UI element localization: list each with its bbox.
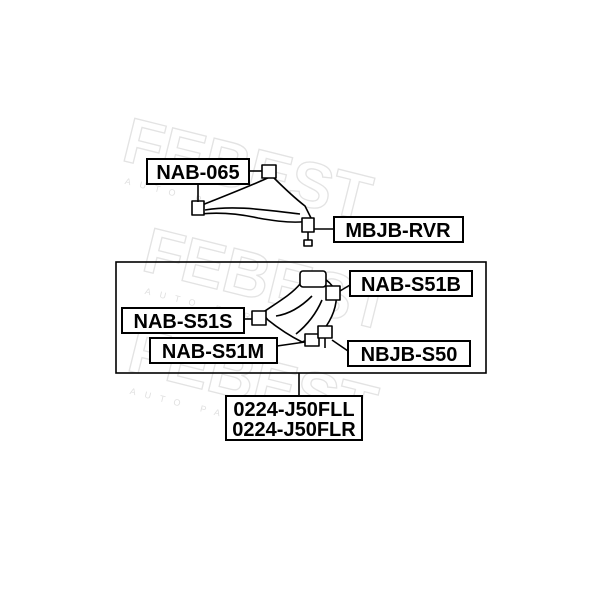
label-nab-s51m: NAB-S51M bbox=[162, 341, 264, 363]
callout-part-numbers: 0224-J50FLL 0224-J50FLR bbox=[225, 373, 363, 441]
label-mbjb-rvr: MBJB-RVR bbox=[345, 220, 451, 242]
upper-ball-joint-body bbox=[301, 217, 315, 233]
lower-ball-joint-body bbox=[317, 325, 333, 339]
lower-front-bushing bbox=[251, 310, 267, 326]
callout-nab-s51b: NAB-S51B bbox=[339, 270, 473, 297]
label-nab-s51b: NAB-S51B bbox=[361, 274, 461, 296]
label-nbjb-s50: NBJB-S50 bbox=[361, 344, 458, 366]
lower-control-arm bbox=[251, 270, 341, 348]
upper-arm-bushing-front bbox=[191, 200, 205, 216]
upper-arm-bushing-rear bbox=[261, 164, 277, 179]
callout-nab-s51m: NAB-S51M bbox=[149, 337, 306, 364]
lower-rear-bushing bbox=[325, 285, 341, 301]
callout-nbjb-s50: NBJB-S50 bbox=[331, 339, 471, 367]
label-nab-s51s: NAB-S51S bbox=[134, 311, 233, 333]
upper-control-arm bbox=[191, 164, 315, 247]
label-part-number-left: 0224-J50FLL bbox=[233, 399, 354, 421]
lower-assembly-frame bbox=[115, 261, 487, 374]
callout-nab-s51s: NAB-S51S bbox=[121, 307, 252, 334]
lower-arm-rear-mount bbox=[299, 270, 327, 288]
callout-nab-065: NAB-065 bbox=[146, 158, 262, 202]
label-part-number-right: 0224-J50FLR bbox=[232, 419, 356, 441]
label-nab-065: NAB-065 bbox=[156, 162, 239, 184]
lower-mid-bushing bbox=[304, 333, 320, 347]
callout-mbjb-rvr: MBJB-RVR bbox=[314, 216, 464, 243]
